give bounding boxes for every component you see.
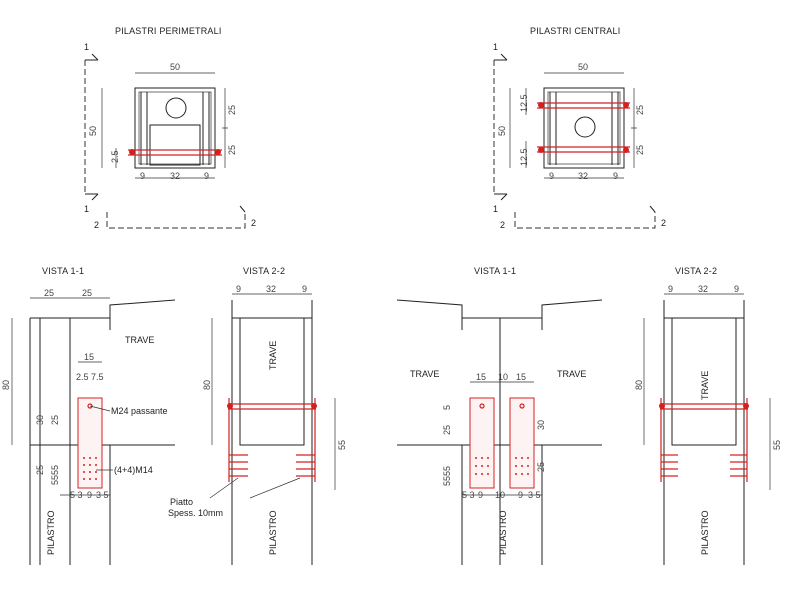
dim-5555-v1: 5555	[50, 465, 60, 485]
section-mark-1-top-c: 1	[493, 42, 498, 52]
plan-centrali: PILASTRI CENTRALI 1 1 2 2 50 50 12.5 12.…	[493, 26, 666, 230]
piatto-label-2: Spess. 10mm	[168, 508, 223, 518]
title-perimetrali: PILASTRI PERIMETRALI	[115, 26, 222, 36]
dim-55-v4: 55	[772, 440, 782, 450]
dim-53-v3: 5 3	[462, 490, 475, 500]
dim-9-v4b: 9	[734, 284, 739, 294]
dim-5-v3: 5	[442, 405, 452, 410]
dim-12-5-top: 12.5	[519, 94, 529, 112]
dim-32: 32	[170, 171, 180, 181]
pilastro-label-v1: PILASTRO	[46, 510, 56, 555]
dim-5555-v3: 5555	[442, 466, 452, 486]
pilastro-label-v3: PILASTRO	[498, 510, 508, 555]
section-mark-1-top: 1	[84, 42, 89, 52]
dim-25-v3b: 25	[536, 462, 546, 472]
dim-80-v4: 80	[634, 380, 644, 390]
dim-9-right: 9	[204, 171, 209, 181]
dim-53-v1: 5 3	[70, 490, 83, 500]
dim-35-v3: 3 5	[528, 490, 541, 500]
dim-55-v2: 55	[337, 440, 347, 450]
dim-25-v1c: 25	[50, 415, 60, 425]
vista-2-2-centrali: VISTA 2-2 9 32 9 TRAVE PILASTRO 80 55	[634, 266, 782, 565]
trave-label-v1: TRAVE	[125, 335, 154, 345]
dim-30-v1: 30	[35, 415, 45, 425]
piatto-label-1: Piatto	[170, 497, 193, 507]
dim-10-v3: 10	[498, 372, 508, 382]
section-mark-1-bottom-c: 1	[493, 204, 498, 214]
m14-label: (4+4)M14	[114, 465, 153, 475]
plan-perimetrali: PILASTRI PERIMETRALI 1 1 2 2 50 50 2.5 2…	[84, 26, 256, 230]
title-centrali: PILASTRI CENTRALI	[530, 26, 620, 36]
dim-9-v4a: 9	[668, 284, 673, 294]
dim-10-v3b: 10	[495, 490, 505, 500]
dim-25-v3a: 25	[442, 425, 452, 435]
trave-label-v3b: TRAVE	[557, 369, 586, 379]
dim-25-v1a: 25	[44, 288, 54, 298]
dim-9-v1: 9	[87, 490, 92, 500]
vista-2-2c-title: VISTA 2-2	[675, 266, 717, 276]
dim-25-a-c: 25	[635, 105, 645, 115]
section-mark-2-left: 2	[94, 220, 99, 230]
section-mark-1-bottom: 1	[84, 204, 89, 214]
dim-50-top-c: 50	[578, 62, 588, 72]
dim-30-v3: 30	[536, 420, 546, 430]
vista-1-1-perimetrali: VISTA 1-1 25 25 TRAVE PILASTRO 80 15 2.5…	[1, 266, 176, 565]
section-mark-2-right: 2	[251, 218, 256, 228]
dim-9-v3b: 9	[518, 490, 523, 500]
dim-2-5: 2.5	[110, 150, 120, 163]
trave-label-v4: TRAVE	[700, 371, 710, 400]
dim-32-v4: 32	[698, 284, 708, 294]
dim-25-b-c: 25	[635, 145, 645, 155]
dim-50-top: 50	[170, 62, 180, 72]
dim-9-right-c: 9	[613, 171, 618, 181]
dim-15-v3a: 15	[476, 372, 486, 382]
dim-50-left-c: 50	[497, 126, 507, 136]
trave-label-v2: TRAVE	[268, 341, 278, 370]
dim-12-5-bottom: 12.5	[519, 148, 529, 166]
vista-2-2-perimetrali: VISTA 2-2 9 32 9 TRAVE PILASTRO 80 55 Pi…	[168, 266, 347, 565]
dim-32-c: 32	[578, 171, 588, 181]
dim-80-v2: 80	[202, 380, 212, 390]
section-mark-2-right-c: 2	[661, 218, 666, 228]
dim-35-v1: 3 5	[96, 490, 109, 500]
vista-2-2-title: VISTA 2-2	[243, 266, 285, 276]
vista-1-1-title: VISTA 1-1	[42, 266, 84, 276]
pilastro-label-v2: PILASTRO	[268, 510, 278, 555]
vista-1-1-centrali: VISTA 1-1 TRAVE TRAVE PILASTRO 15 10 15 …	[396, 266, 603, 565]
dim-50-left: 50	[88, 126, 98, 136]
dim-9-v2b: 9	[302, 284, 307, 294]
m24-label: M24 passante	[111, 406, 168, 416]
dim-15-v1: 15	[84, 352, 94, 362]
dim-9-left-c: 9	[549, 171, 554, 181]
vista-1-1c-title: VISTA 1-1	[474, 266, 516, 276]
pilastro-label-v4: PILASTRO	[700, 510, 710, 555]
dim-80-v1: 80	[1, 380, 11, 390]
dim-25-v1b: 25	[82, 288, 92, 298]
dim-15-v3b: 15	[516, 372, 526, 382]
section-mark-2-left-c: 2	[500, 220, 505, 230]
trave-label-v3a: TRAVE	[410, 369, 439, 379]
dim-25-v1d: 25	[35, 465, 45, 475]
dim-9-v2a: 9	[236, 284, 241, 294]
dim-9-left: 9	[140, 171, 145, 181]
dim-32-v2: 32	[266, 284, 276, 294]
dim-25-a: 25	[227, 105, 237, 115]
dim-2557-v1: 2.5 7.5	[76, 372, 104, 382]
dim-9-v3a: 9	[478, 490, 483, 500]
dim-25-b: 25	[227, 145, 237, 155]
